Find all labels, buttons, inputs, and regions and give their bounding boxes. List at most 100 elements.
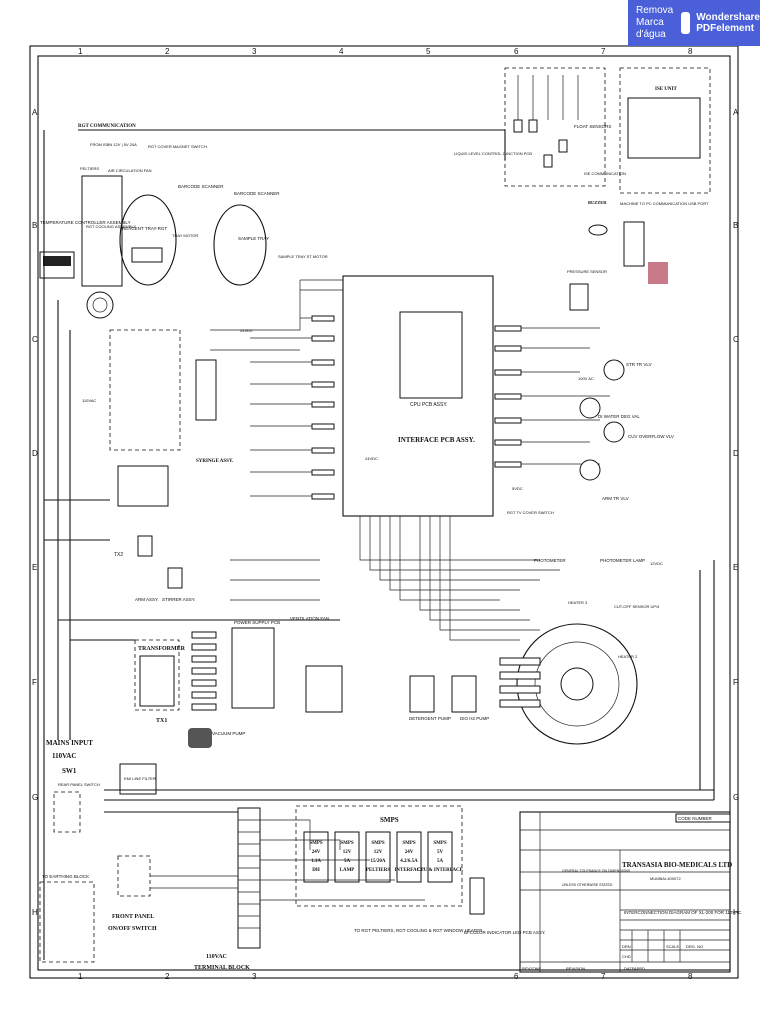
fan-circle <box>86 291 114 319</box>
bi-color-led-label: BI-COLOR INDICATOR LED PCB ASSY. <box>464 930 546 935</box>
air-circ-fan-label: AIR CIRCULATION FAN <box>108 168 152 173</box>
syringe-box <box>195 359 217 421</box>
transformer-label: TRANSFORMER <box>138 646 186 652</box>
company-name: TRANSASIA BIO-MEDICALS LTD <box>622 861 732 869</box>
left-module-region <box>109 329 181 451</box>
heater2-label: HEATER 2 <box>618 654 638 659</box>
left-connector-box <box>117 465 169 507</box>
ise-comm-label: ISE COMMUNICATION <box>584 171 626 176</box>
reagent-motor-box <box>131 247 163 263</box>
row-c: C <box>32 335 38 344</box>
v100ac-label: 100V AC <box>578 376 594 381</box>
pressure-sensor-label: PRESSURE SENSOR <box>567 269 607 274</box>
row-d-right: D <box>733 449 739 458</box>
row-f-right: F <box>733 678 738 687</box>
cutoff-sensor-label: CUT-OFF SENSOR UP/4 <box>614 604 660 609</box>
drg-no-label: DRG. NO <box>686 944 703 949</box>
barcode-scanner-label: BARCODE SCANNER <box>178 184 224 189</box>
date-label: DATE <box>624 966 635 971</box>
syringe-label: SYRINGE ASSY. <box>196 459 234 464</box>
to-rgt-peltiers-label: TO RGT PELTIERS, RGT COOLING & RGT WINDO… <box>354 928 483 933</box>
detergent-pump-box <box>409 675 435 713</box>
tray-motor-label: TRAY MOTOR <box>172 233 198 238</box>
cpu-pcb-box <box>399 311 463 399</box>
pressure-sensor-box <box>569 283 589 311</box>
rgt-cover-switch-label: RGT COVER MAGNET SWITCH <box>148 144 207 149</box>
smps-unit-l2: 5V <box>437 850 444 855</box>
remove-watermark-text[interactable]: Remova Marca d'água <box>636 5 674 40</box>
rear-panel-switch-label: REAR PANEL SWITCH <box>58 782 100 787</box>
liquid-level-label: LIQUID LEVEL CONTROL JUNCTION PCB <box>454 151 532 156</box>
photometer-lamp-label: PHOTOMETER LAMP <box>600 558 645 563</box>
ise-unit-box <box>627 97 701 159</box>
sample-tray-motor-label: SAMPLE TRAY ST MOTOR <box>278 254 328 259</box>
tx2-label: TX2 <box>114 552 123 558</box>
cuv-overflow-valve <box>603 421 625 443</box>
buzzer-shape <box>588 224 608 236</box>
row-d: D <box>32 449 38 458</box>
appd-label: APPD <box>634 966 645 971</box>
incubator-outer <box>516 623 638 745</box>
row-a: A <box>32 108 38 117</box>
machine-to-pc-label: MACHINE TO PC COMMUNICATION USB PORT <box>620 201 709 206</box>
incubator-inner <box>534 641 620 727</box>
col-2: 2 <box>165 47 170 56</box>
smps-unit-box <box>396 831 422 883</box>
smps-unit-l4: LAMP <box>340 868 355 873</box>
interface-pcb-box <box>342 275 494 517</box>
di-water-vlv-label: DI WATER DEG VAL <box>598 414 640 419</box>
v24dc-tag-2: 24VDC <box>365 456 378 461</box>
tolerance-label: GENERAL TOLERANCE ON DIMENSIONS <box>562 869 631 873</box>
dio-pump-box <box>451 675 477 713</box>
sw1-switch <box>53 791 81 833</box>
mains-voltage-label: 110VAC <box>52 752 76 760</box>
row-e-right: E <box>733 563 738 572</box>
earthing-block <box>39 881 95 963</box>
on-off-switch-label: ON/OFF SWITCH <box>108 926 157 932</box>
smps-unit-l3: 15/20A <box>371 859 386 864</box>
col-7-bottom: 7 <box>601 972 606 981</box>
smps-unit-l2: 12V <box>343 850 352 855</box>
fan-panel <box>305 665 343 713</box>
smps-title: SMPS <box>380 816 399 824</box>
col-6-bottom: 6 <box>514 972 519 981</box>
chd-label: CHD <box>622 954 631 959</box>
smps-unit-box <box>303 831 329 883</box>
photometer-label: PHOTOMETER <box>534 558 566 563</box>
power-supply-pcb-label: POWER SUPPLY PCB <box>234 620 280 625</box>
ise-unit-label: ISE UNIT <box>655 87 677 92</box>
smps-unit-l3: 5A <box>437 859 444 864</box>
front-panel-label: FRONT PANEL <box>112 914 154 920</box>
pdfelement-watermark[interactable]: Remova Marca d'água Wondershare PDFeleme… <box>628 0 760 46</box>
smps-unit-l2: 12V <box>374 850 383 855</box>
transformer-box <box>139 655 175 707</box>
vacuum-pump-photo <box>188 728 212 748</box>
inner-border <box>37 55 731 971</box>
row-c-right: C <box>733 335 739 344</box>
float-sensors <box>513 75 579 168</box>
scale-label: SCALE <box>666 944 679 949</box>
row-a-right: A <box>733 108 739 117</box>
col-7: 7 <box>601 47 606 56</box>
smps-unit-l1: SMPS <box>340 841 354 846</box>
barcode-scanner2-label: BARCODE SCANNER <box>234 191 280 196</box>
arm-assy-label: ARM ASSY. <box>135 597 159 602</box>
smps-unit-l3: 4.2/6.5A <box>400 859 418 864</box>
emi-filter-box <box>119 763 157 795</box>
fuse-bank <box>191 631 217 711</box>
heater3-label: HEATER 3 <box>568 600 588 605</box>
vacuum-pump-label: VACUUM PUMP <box>212 731 245 736</box>
brand-line-2: PDFelement <box>696 23 755 34</box>
ventilation-fan-label: VENTILATION FAN <box>290 616 329 621</box>
incubator-core <box>560 667 594 701</box>
tx1-label: TX1 <box>156 718 167 724</box>
temp-display <box>43 256 71 266</box>
row-h-right: H <box>733 908 739 917</box>
row-g: G <box>32 793 38 802</box>
buzzer-label: BUZZER <box>588 200 607 205</box>
detergent-pump-label: DETERGENT PUMP <box>409 716 451 721</box>
smps-unit-l1: SMPS <box>433 841 447 846</box>
smps-units: SMPS24V1.1ADHSMPS12V5ALAMPSMPS12V15/20AP… <box>303 831 464 883</box>
rgt-tv-switch-label: RGT TV COVER SWITCH <box>507 510 554 515</box>
